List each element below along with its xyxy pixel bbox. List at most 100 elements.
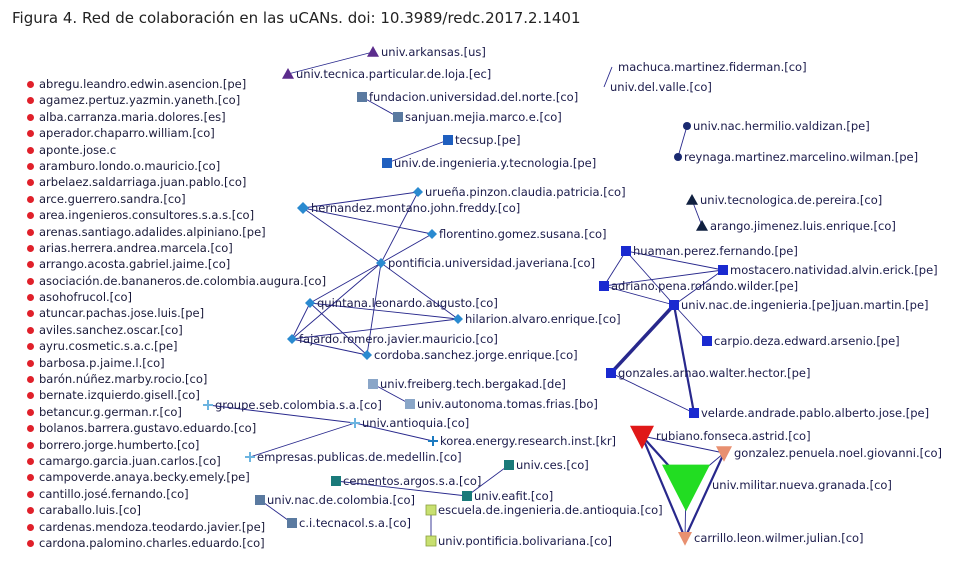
node-eafit-label: univ.eafit.[co] <box>474 489 553 503</box>
isolated-node: arrango.acosta.gabriel.jaime.[co] <box>27 256 326 272</box>
isolated-node-label: cardenas.mendoza.teodardo.javier.[pe] <box>39 519 266 534</box>
node-tecsup-label: tecsup.[pe] <box>455 133 521 147</box>
isolated-node: atuncar.pachas.jose.luis.[pe] <box>27 305 326 321</box>
node-huaman-label: huaman.perez.fernando.[pe] <box>633 244 798 258</box>
node-uruena-label: urueña.pinzon.claudia.patricia.[co] <box>425 185 626 199</box>
node-freiberg-label: univ.freiberg.tech.bergakad.[de] <box>380 377 566 391</box>
edge-javeriana-cordoba <box>366 262 382 356</box>
node-dot-icon <box>27 294 34 302</box>
node-javeriana-marker <box>376 258 386 268</box>
node-pereira-marker <box>686 194 698 205</box>
node-dot-icon <box>27 162 34 170</box>
node-medellin-label: empresas.publicas.de.medellin.[co] <box>257 450 462 464</box>
edges-layer <box>207 51 725 541</box>
node-dot-icon <box>27 146 34 154</box>
node-eafit: univ.eafit.[co] <box>462 489 553 503</box>
edge-rubiano-carrillo <box>640 435 687 539</box>
node-korea: korea.energy.research.inst.[kr] <box>428 434 616 448</box>
node-dot-icon <box>27 441 34 449</box>
node-dot-icon <box>27 261 34 269</box>
edge-quintana-hilarion <box>309 302 459 320</box>
node-gonzales: gonzales.arnao.walter.hector.[pe] <box>606 366 811 380</box>
isolated-node: aramburo.londo.o.mauricio.[co] <box>27 158 326 174</box>
node-hilarion-marker <box>453 314 463 324</box>
edge-quintana-fajardo <box>291 302 311 340</box>
node-eafit-marker <box>462 491 472 501</box>
node-mostacero-marker <box>718 265 728 275</box>
node-javeriana-label: pontificia.universidad.javeriana.[co] <box>388 256 595 270</box>
node-dot-icon <box>27 310 34 318</box>
node-antioquia: univ.antioquia.[co] <box>350 416 469 430</box>
node-adriano-label: adriano.pena.rolando.wilder.[pe] <box>611 279 798 293</box>
edge-uni-mostacero <box>673 269 724 306</box>
isolated-node-label: abregu.leandro.edwin.asencion.[pe] <box>39 77 247 91</box>
isolated-node: borrero.jorge.humberto.[co] <box>27 437 326 453</box>
isolated-node-label: camargo.garcia.juan.carlos.[co] <box>39 453 221 468</box>
node-valle-label: univ.del.valle.[co] <box>610 80 712 94</box>
node-velarde: velarde.andrade.pablo.alberto.jose.[pe] <box>689 406 929 420</box>
node-quintana-marker <box>305 298 315 308</box>
node-dot-icon <box>27 457 34 465</box>
node-dot-icon <box>27 130 34 138</box>
edge-arkansas-loja <box>287 51 374 75</box>
node-hermilio-label: univ.nac.hermilio.valdizan.[pe] <box>693 119 870 133</box>
edge-huaman-uni <box>625 250 675 306</box>
node-dot-icon <box>27 326 34 334</box>
node-medellin-marker <box>245 452 255 462</box>
node-dot-icon <box>27 490 34 498</box>
isolated-node: camargo.garcia.juan.carlos.[co] <box>27 453 326 469</box>
isolated-node: aviles.sanchez.oscar.[co] <box>27 322 326 338</box>
node-bolivariana-label: univ.pontificia.bolivariana.[co] <box>438 534 612 548</box>
isolated-node: barón.núñez.marby.rocio.[co] <box>27 371 326 387</box>
isolated-node: arenas.santiago.adalides.alpiniano.[pe] <box>27 224 326 240</box>
isolated-node-label: atuncar.pachas.jose.luis.[pe] <box>39 306 205 321</box>
node-dot-icon <box>27 343 34 351</box>
node-huaman: huaman.perez.fernando.[pe] <box>621 244 798 258</box>
node-gonzalez: gonzalez.penuela.noel.giovanni.[co] <box>716 446 942 462</box>
node-tecsup-marker <box>443 135 453 145</box>
edge-huaman-adriano <box>603 250 627 287</box>
node-hermilio: univ.nac.hermilio.valdizan.[pe] <box>683 119 870 133</box>
isolated-node-label: arenas.santiago.adalides.alpiniano.[pe] <box>39 224 266 239</box>
node-dot-icon <box>27 507 34 515</box>
edge-unalco-tecnacol <box>259 499 293 524</box>
isolated-node: area.ingenieros.consultores.s.a.s.[co] <box>27 207 326 223</box>
node-korea-label: korea.energy.research.inst.[kr] <box>440 434 616 448</box>
edge-groupe-antioquia <box>207 404 356 424</box>
edge-javeriana-fajardo <box>291 262 382 340</box>
isolated-node: bernate.izquierdo.gisell.[co] <box>27 387 326 403</box>
node-florentino-marker <box>427 229 437 239</box>
node-uruena: urueña.pinzon.claudia.patricia.[co] <box>413 185 626 199</box>
isolated-node-label: barón.núñez.marby.rocio.[co] <box>39 372 208 387</box>
node-arkansas-marker <box>367 46 379 57</box>
edge-adriano-mostacero <box>603 269 724 287</box>
node-freiberg: univ.freiberg.tech.bergakad.[de] <box>368 377 566 391</box>
isolated-node-label: campoverde.anaya.becky.emely.[pe] <box>39 470 250 485</box>
isolated-node-label: arrango.acosta.gabriel.jaime.[co] <box>39 257 231 272</box>
edge-antioquia-korea <box>354 422 434 442</box>
node-unalco: univ.nac.de.colombia.[co] <box>255 493 415 507</box>
isolated-node: arce.guerrero.sandra.[co] <box>27 191 326 207</box>
node-cementos-marker <box>331 476 341 486</box>
node-hilarion: hilarion.alvaro.enrique.[co] <box>453 312 621 326</box>
figure-caption: Figura 4. Red de colaboración en las uCA… <box>12 9 581 27</box>
edge-gonzalez-carrillo <box>684 452 725 539</box>
isolated-node: aperador.chaparro.william.[co] <box>27 125 326 141</box>
node-dot-icon <box>27 97 34 105</box>
node-gonzales-label: gonzales.arnao.walter.hector.[pe] <box>618 366 811 380</box>
node-arangoj-label: arango.jimenez.luis.enrique.[co] <box>710 219 896 233</box>
node-dot-icon <box>27 425 34 433</box>
nodes-layer: univ.arkansas.[us]univ.tecnica.particula… <box>203 45 942 548</box>
node-groupe-marker <box>203 400 213 410</box>
node-sanjuan-marker <box>393 112 403 122</box>
node-unalco-label: univ.nac.de.colombia.[co] <box>267 493 415 507</box>
edge-uni-carpio <box>673 304 708 342</box>
isolated-node-label: arias.herrera.andrea.marcela.[co] <box>39 240 233 255</box>
node-cordoba-marker <box>362 350 372 360</box>
node-rubiano-label: rubiano.fonseca.astrid.[co] <box>656 429 811 443</box>
node-adriano: adriano.pena.rolando.wilder.[pe] <box>599 279 798 293</box>
edge-uni-velarde <box>672 304 696 414</box>
node-reynaga: reynaga.martinez.marcelino.wilman.[pe] <box>674 150 918 164</box>
node-tomas: univ.autonoma.tomas.frias.[bo] <box>405 397 598 411</box>
node-quintana: quintana.leonardo.augusto.[co] <box>305 296 498 310</box>
